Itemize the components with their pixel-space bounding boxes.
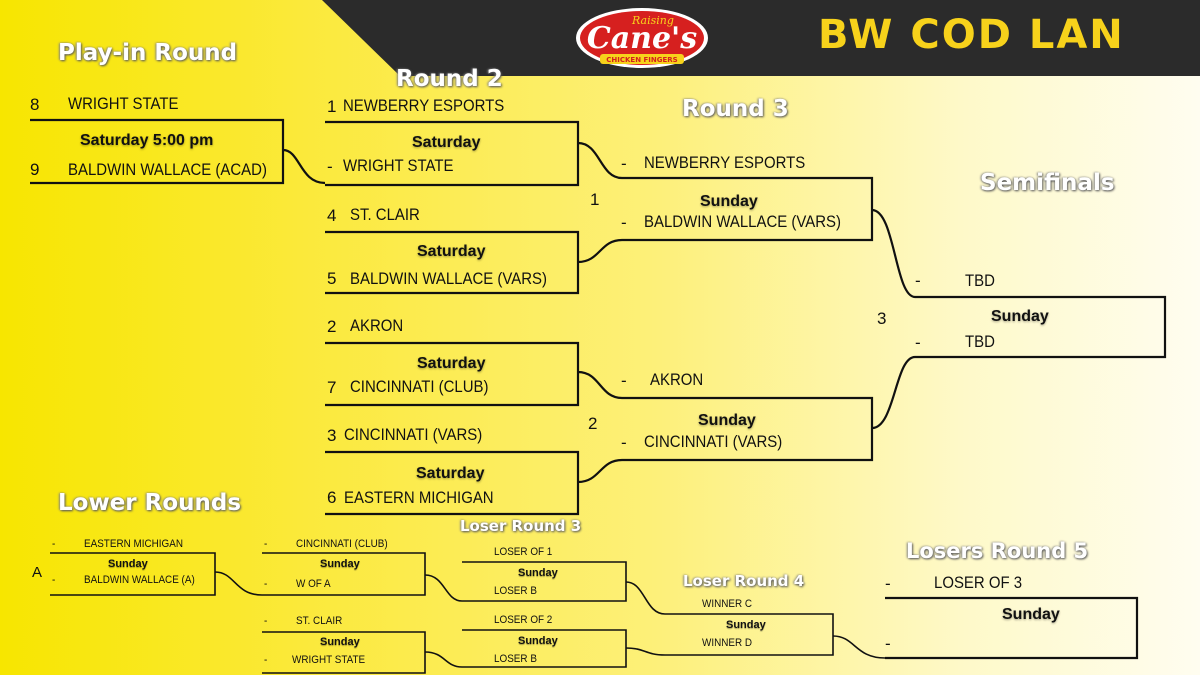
match-day: Sunday: [108, 558, 148, 570]
svg-text:Raising: Raising: [631, 14, 674, 27]
team-name: NEWBERRY ESPORTS: [343, 96, 505, 115]
team-name: LOSER OF 1: [494, 546, 553, 558]
team-name: LOSER B: [494, 653, 537, 665]
match-day: Sunday: [518, 567, 558, 579]
team-name: WINNER C: [702, 598, 753, 610]
round3-title: Round 3: [682, 96, 789, 122]
seed: 7: [327, 378, 337, 397]
seed: 1: [327, 97, 337, 116]
seed: -: [915, 271, 921, 290]
playin-round-title: Play-in Round: [58, 40, 238, 66]
team-name: LOSER OF 2: [494, 614, 553, 626]
match-label: A: [32, 564, 43, 581]
seed: -: [621, 213, 627, 232]
loser-round3-title: Loser Round 3: [460, 517, 582, 535]
header-bar: [0, 0, 1200, 76]
round2-title: Round 2: [396, 66, 503, 92]
losers-round5-title: Losers Round 5: [906, 539, 1089, 563]
match-label: 2: [588, 414, 598, 433]
match-day: Sunday: [698, 412, 756, 429]
team-name: EASTERN MICHIGAN: [84, 538, 184, 550]
header-background: [322, 0, 1200, 76]
team-name: ST. CLAIR: [350, 205, 420, 224]
team-name: WRIGHT STATE: [68, 94, 179, 113]
match-label: 3: [877, 309, 887, 328]
seed: -: [264, 654, 268, 666]
team-name: BALDWIN WALLACE (VARS): [644, 212, 842, 231]
team-name: LOSER B: [494, 585, 537, 597]
seed: 3: [327, 426, 337, 445]
team-name: TBD: [965, 332, 995, 351]
seed: -: [264, 538, 268, 550]
lower-rounds-title: Lower Rounds: [58, 490, 242, 516]
seed: 6: [327, 488, 337, 507]
match-day: Sunday: [700, 193, 758, 210]
team-name: LOSER OF 3: [934, 573, 1023, 592]
seed: -: [52, 574, 56, 586]
match-label: 1: [590, 190, 600, 209]
team-name: W OF A: [296, 578, 331, 590]
match-day: Sunday: [320, 636, 360, 648]
match-day: Saturday: [412, 134, 481, 151]
seed: -: [621, 371, 627, 390]
match-day: Sunday: [518, 635, 558, 647]
match-day: Sunday: [726, 619, 766, 631]
seed: -: [621, 433, 627, 452]
team-name: WRIGHT STATE: [343, 156, 454, 175]
match-day: Sunday: [991, 308, 1049, 325]
seed: -: [885, 634, 891, 653]
match-day: Sunday: [1002, 606, 1060, 623]
team-name: WRIGHT STATE: [292, 654, 366, 666]
svg-text:CHICKEN FINGERS: CHICKEN FINGERS: [606, 56, 677, 64]
match-day: Saturday: [416, 465, 485, 482]
team-name: TBD: [965, 271, 995, 290]
match-time: Saturday 5:00 pm: [80, 132, 214, 149]
team-name: ST. CLAIR: [296, 615, 343, 627]
team-name: CINCINNATI (CLUB): [296, 538, 388, 550]
canes-logo: Raising Cane's CHICKEN FINGERS: [572, 2, 712, 74]
seed: -: [885, 574, 891, 593]
match-day: Saturday: [417, 243, 486, 260]
team-name: BALDWIN WALLACE (VARS): [350, 269, 548, 288]
team-name: NEWBERRY ESPORTS: [644, 153, 806, 172]
svg-text:Cane's: Cane's: [587, 21, 697, 56]
team-name: WINNER D: [702, 637, 753, 649]
seed: -: [264, 615, 268, 627]
team-name: CINCINNATI (CLUB): [350, 377, 489, 396]
team-name: AKRON: [650, 370, 704, 389]
team-name: BALDWIN WALLACE (ACAD): [68, 160, 267, 179]
seed: -: [621, 154, 627, 173]
match-day: Saturday: [417, 355, 486, 372]
seed: 9: [30, 160, 40, 179]
loser-round4-title: Loser Round 4: [683, 572, 805, 590]
seed: 2: [327, 317, 337, 336]
seed: -: [915, 333, 921, 352]
team-name: AKRON: [350, 316, 404, 335]
team-name: CINCINNATI (VARS): [644, 432, 783, 451]
semifinals-title: Semifinals: [980, 170, 1115, 196]
event-title: BW COD LAN: [818, 12, 1125, 58]
match-day: Sunday: [320, 558, 360, 570]
seed: 4: [327, 206, 337, 225]
team-name: CINCINNATI (VARS): [344, 425, 483, 444]
team-name: BALDWIN WALLACE (A): [84, 574, 195, 586]
seed: 8: [30, 95, 40, 114]
seed: 5: [327, 269, 337, 288]
seed: -: [52, 538, 56, 550]
seed: -: [327, 157, 333, 176]
team-name: EASTERN MICHIGAN: [344, 488, 494, 507]
seed: -: [264, 578, 268, 590]
